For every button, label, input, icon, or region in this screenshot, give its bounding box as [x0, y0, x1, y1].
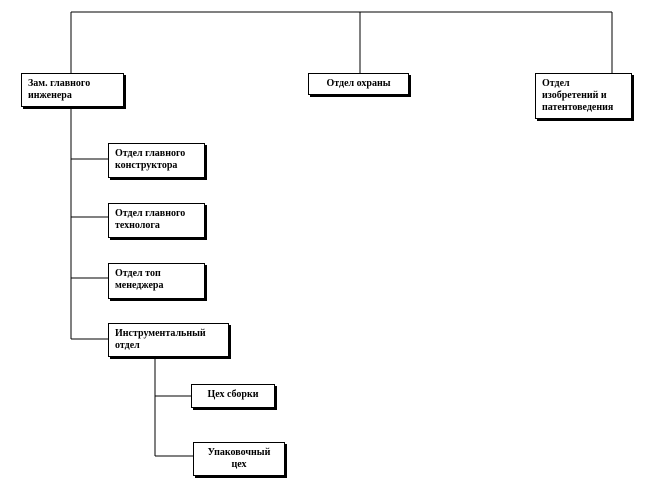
unit-chief-engineer[interactable]: Зам. главного инженера [21, 73, 124, 107]
unit-inventions[interactable]: Отдел изобретений и патентоведения [535, 73, 632, 119]
unit-top-managers[interactable]: Отдел топ менеджера [108, 263, 205, 299]
unit-chief-technologist[interactable]: Отдел главного технолога [108, 203, 205, 238]
workshop-assembly[interactable]: Цех сборки [191, 384, 275, 408]
unit-chief-designer[interactable]: Отдел главного конструктора [108, 143, 205, 178]
unit-security[interactable]: Отдел охраны [308, 73, 409, 95]
unit-tool-department[interactable]: Инструментальный отдел [108, 323, 229, 357]
workshop-packaging[interactable]: Упаковочный цех [193, 442, 285, 476]
